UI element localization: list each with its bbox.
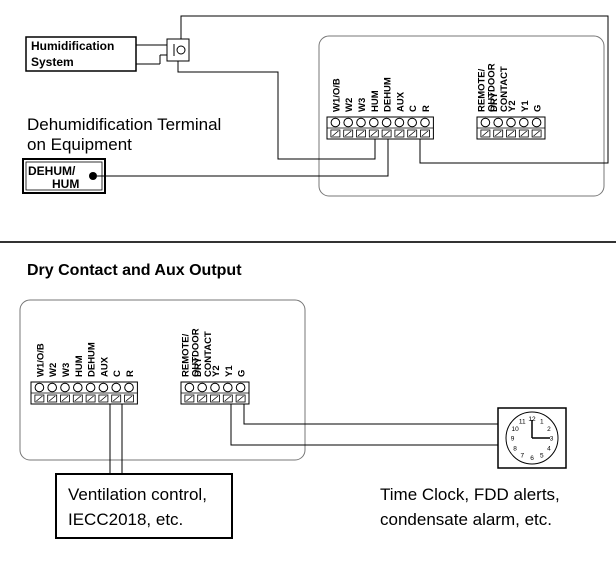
clock-numeral: 2 <box>547 426 551 433</box>
thermostat-panel-top <box>318 35 605 197</box>
bottom-right-terminal-label: Y1 <box>224 365 235 377</box>
top-right-terminal-hole <box>480 117 491 128</box>
bottom-left-terminal-label: W2 <box>48 363 59 377</box>
top-right-terminal-hole <box>531 117 542 128</box>
section-title: Dry Contact and Aux Output <box>27 262 242 279</box>
top-right-terminal-label: Y2 <box>507 100 518 112</box>
top-left-terminal-label: W3 <box>357 98 368 112</box>
top-left-terminal-label: C <box>408 105 419 112</box>
wire-relay-to-c <box>180 15 609 164</box>
dehumidification-caption-line2: on Equipment <box>27 135 132 154</box>
top-left-terminal-label: W1/O/B <box>331 78 342 112</box>
top-right-terminal-label: DRY <box>489 92 500 112</box>
dehum-terminal-icon <box>89 172 97 180</box>
top-left-terminal-label: AUX <box>395 91 406 112</box>
top-right-terminal-hole <box>519 117 529 128</box>
clock-numeral: 8 <box>513 445 517 452</box>
relay-connector <box>166 38 190 62</box>
humidification-label-line1: Humidification <box>31 39 114 53</box>
clock-caption-line2: condensate alarm, etc. <box>380 510 552 529</box>
bottom-right-terminal-label: REMOTE/ <box>180 333 191 377</box>
clock-numeral: 5 <box>540 452 544 459</box>
top-right-terminal-label: G <box>533 105 544 112</box>
bottom-left-terminal-label: W3 <box>61 363 72 377</box>
bottom-left-terminal-hole <box>124 382 134 393</box>
top-right-terminal-label: OUTDOOR <box>486 63 497 112</box>
bottom-left-terminal-hole <box>47 382 58 393</box>
top-right-terminal-hole <box>506 117 516 128</box>
bottom-right-terminal-label: Y2 <box>211 365 222 377</box>
clock-numeral: 10 <box>511 426 519 433</box>
clock-caption-line1: Time Clock, FDD alerts, <box>380 485 560 504</box>
top-left-terminal-hole <box>356 117 366 128</box>
wire-dry-contact-1 <box>230 404 498 446</box>
ventilation-control-box <box>55 473 233 539</box>
bottom-left-terminal-hole <box>34 382 45 393</box>
bottom-left-terminal-label: HUM <box>74 355 85 377</box>
bottom-left-terminal-label: W1/O/B <box>35 343 46 377</box>
bottom-right-terminal-hole <box>210 382 220 393</box>
top-right-terminal-label: Y1 <box>520 100 531 112</box>
top-right-terminal-label: CONTACT <box>499 66 510 112</box>
clock-numeral: 12 <box>528 416 536 423</box>
top-left-terminal-label: R <box>421 105 432 112</box>
thermostat-panel-bottom <box>19 299 306 461</box>
humidification-label-line2: System <box>31 55 74 69</box>
bottom-right-terminal-hole <box>235 382 246 393</box>
bottom-left-terminal-hole <box>60 382 70 393</box>
dehumidification-caption-line1: Dehumidification Terminal <box>27 115 221 134</box>
clock-numeral: 1 <box>540 419 544 426</box>
top-left-terminal-hole <box>407 117 418 128</box>
bottom-right-terminal-label: OUTDOOR <box>190 328 201 377</box>
wire-dehum <box>97 139 389 177</box>
top-left-terminal-hole <box>369 117 379 128</box>
top-left-terminal-label: W2 <box>344 98 355 112</box>
bottom-right-terminal-label: CONTACT <box>203 331 214 377</box>
relay-coil-icon <box>176 45 186 55</box>
top-left-terminal-hole <box>394 117 405 128</box>
humidification-system-box <box>25 36 137 72</box>
bottom-left-terminal-hole <box>73 382 83 393</box>
ventilation-label-line1: Ventilation control, <box>68 485 207 504</box>
bottom-right-terminal-label: DRY <box>193 357 204 377</box>
top-left-terminal-hole <box>420 117 430 128</box>
clock-numeral: 11 <box>519 419 526 426</box>
clock-numeral: 9 <box>511 436 515 443</box>
bottom-left-terminal-label: C <box>112 370 123 377</box>
top-left-terminal-hole <box>343 117 354 128</box>
bottom-right-terminal-hole <box>184 382 195 393</box>
clock-numeral: 3 <box>550 436 554 443</box>
top-right-terminal-label: REMOTE/ <box>476 68 487 112</box>
bottom-left-terminal-label: DEHUM <box>87 342 98 377</box>
bottom-right-terminal-hole <box>197 382 207 393</box>
top-right-terminal-hole <box>493 117 504 128</box>
top-left-terminal-hole <box>330 117 341 128</box>
clock-numeral: 4 <box>547 445 551 452</box>
bottom-right-terminal-hole <box>223 382 233 393</box>
bottom-left-terminal-hole <box>98 382 109 393</box>
bottom-left-terminal-label: R <box>125 370 136 377</box>
ventilation-label-line2: IECC2018, etc. <box>68 510 183 529</box>
dehum-box-line1: DEHUM/ <box>28 164 76 178</box>
dehum-box-line2: HUM <box>52 177 79 191</box>
clock-numeral: 7 <box>520 452 524 459</box>
wire-dry-contact-2 <box>243 404 498 425</box>
bottom-left-terminal-hole <box>111 382 121 393</box>
bottom-left-terminal-label: AUX <box>99 356 110 377</box>
bottom-right-terminal-label: G <box>237 370 248 377</box>
wire-relay-to-hum <box>177 61 376 160</box>
clock-numeral: 6 <box>530 455 534 462</box>
bottom-left-terminal-hole <box>85 382 96 393</box>
top-left-terminal-hole <box>381 117 392 128</box>
top-left-terminal-label: DEHUM <box>383 77 394 112</box>
top-left-terminal-label: HUM <box>370 90 381 112</box>
